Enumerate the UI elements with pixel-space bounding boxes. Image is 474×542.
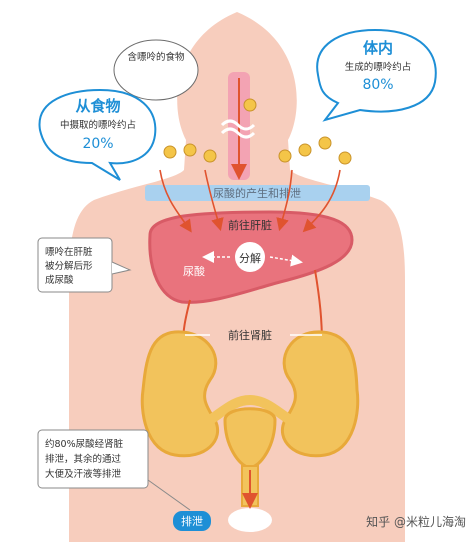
liver-note-line-2: 被分解后形 [45,260,93,272]
food-bubble [38,88,157,181]
body-desc: 生成的嘌呤约占 [345,61,412,73]
food-pct: 20% [82,136,113,152]
excrete-badge [173,511,211,531]
to-kidney-label: 前往肾脏 [228,328,272,342]
food-note-bubble [113,39,199,101]
left-kidney [140,330,220,458]
to-liver-label: 前往肝脏 [228,218,272,232]
right-kidney [280,330,360,458]
decompose-label: 分解 [239,251,261,265]
body-bubble [316,28,437,122]
food-note-label: 含嘌呤的食物 [127,51,185,63]
food-desc: 中摄取的嘌呤约占 [60,119,136,131]
bladder [223,407,277,470]
kidney-note-line-3: 大便及汗液等排泄 [45,468,122,480]
food-title: 从食物 [75,97,120,115]
watermark: 知乎 @米粒儿海淘 [366,514,466,529]
food-arrows [159,169,341,233]
liver-note-line-3: 成尿酸 [45,274,74,286]
body-title: 体内 [363,39,393,57]
banner-label: 尿酸的产生和排泄 [213,186,301,200]
kidney-note-line-2: 排泄，其余的通过 [45,453,122,465]
decompose-circle [235,242,265,272]
banner [145,185,370,201]
kidney-note-box [37,429,149,489]
excrete-label: 排泄 [181,514,203,528]
uric-acid-label: 尿酸 [183,264,205,278]
liver-note-line-1: 嘌呤在肝脏 [45,246,93,258]
kidney-note-line-1: 约80%尿酸经肾脏 [45,438,124,450]
body-pct: 80% [362,77,393,93]
ureters [207,394,293,425]
